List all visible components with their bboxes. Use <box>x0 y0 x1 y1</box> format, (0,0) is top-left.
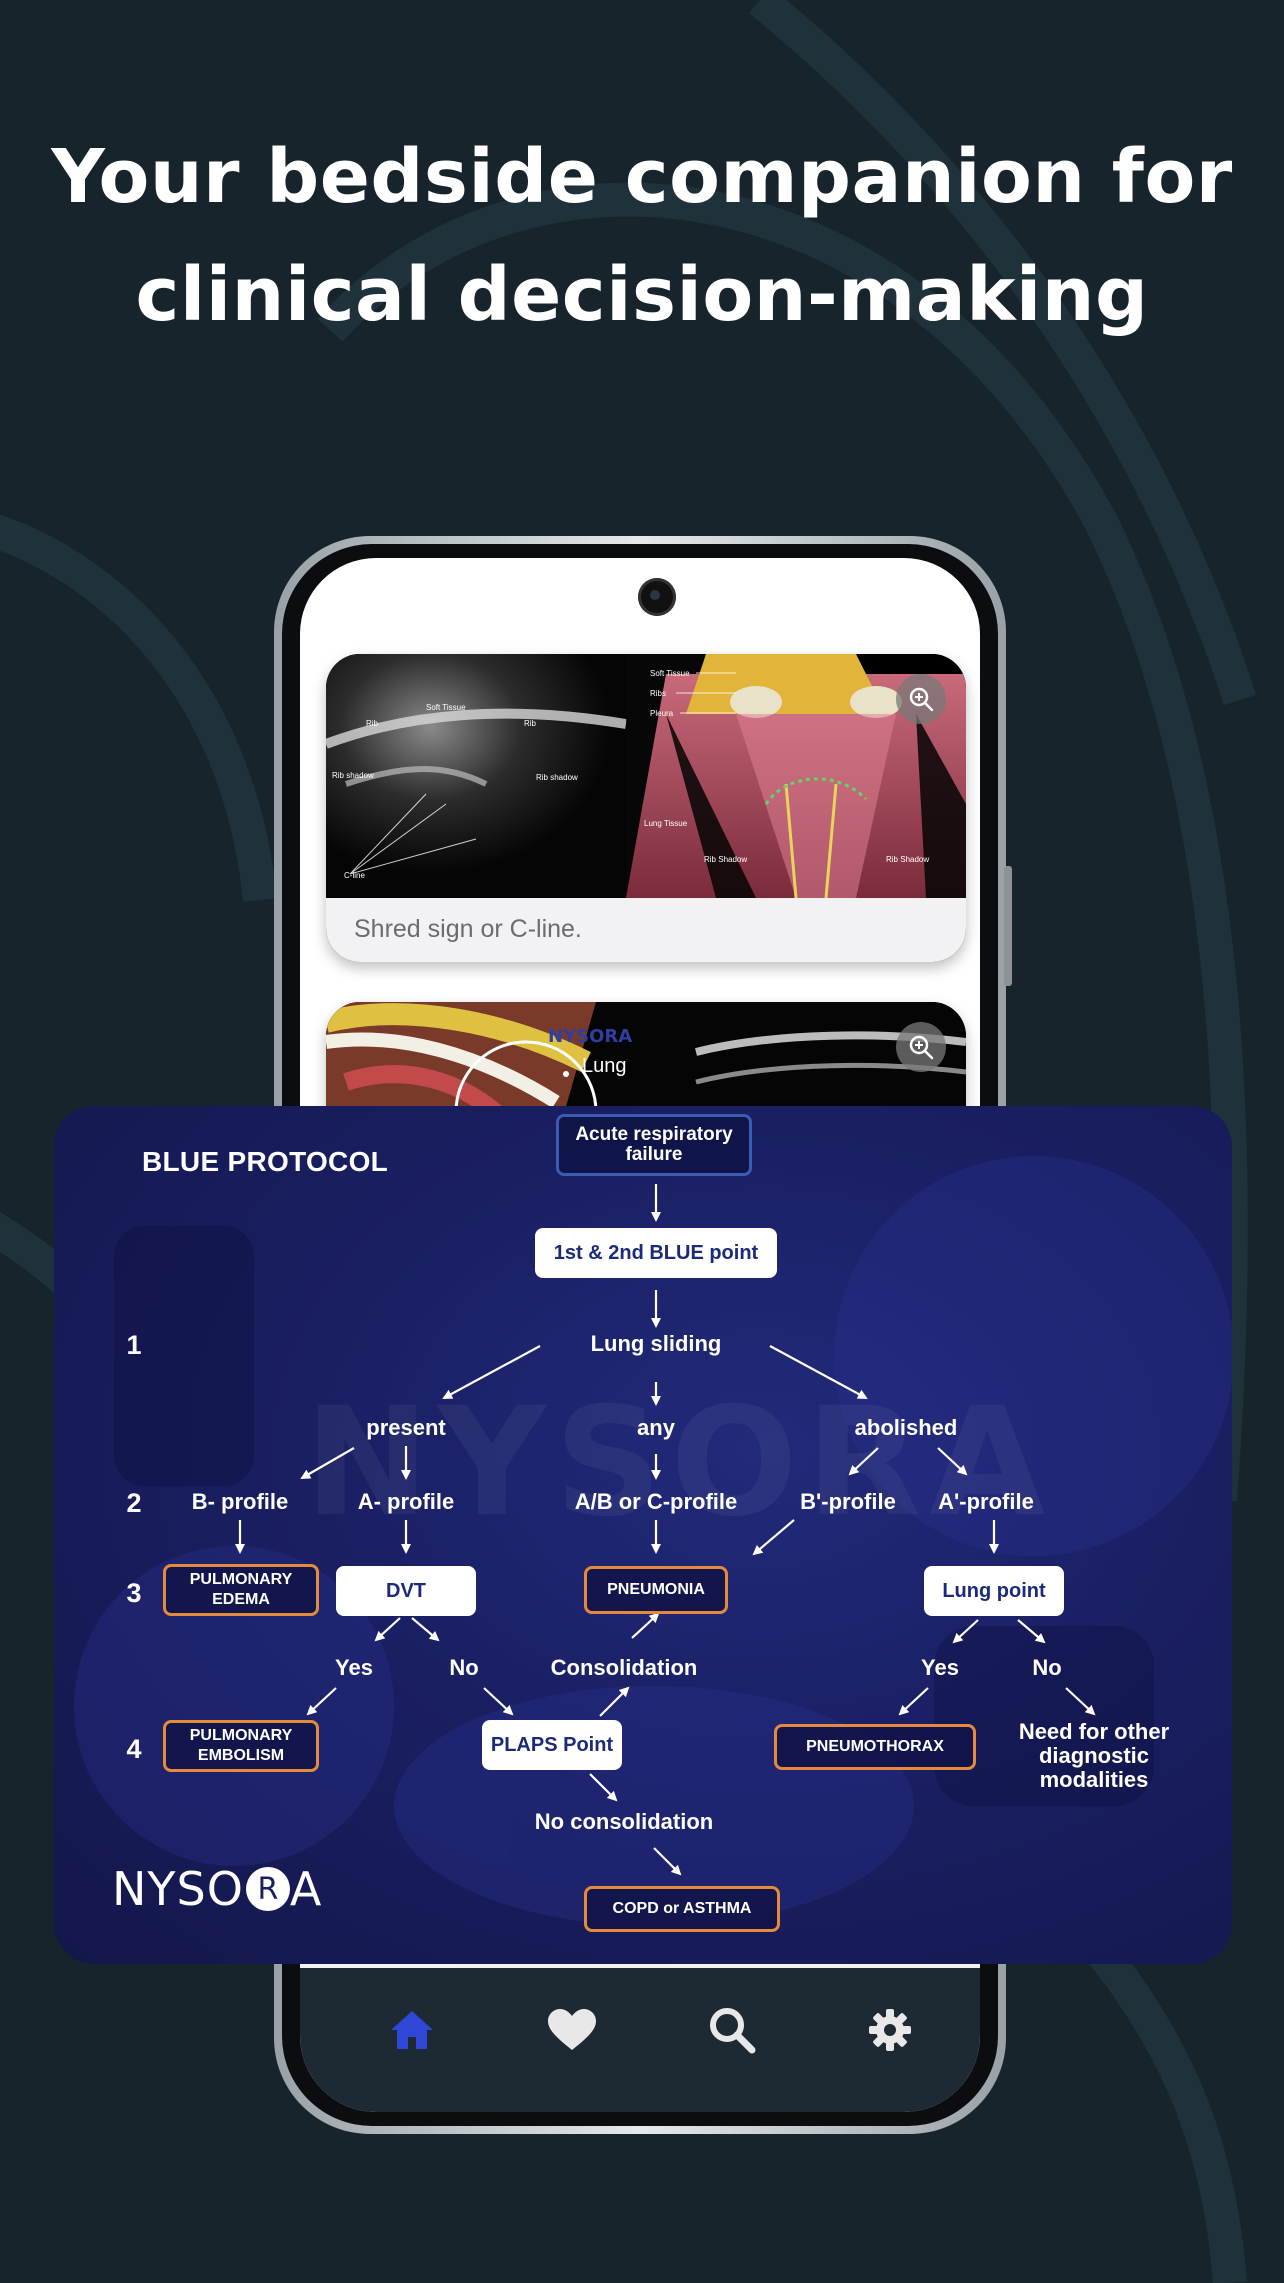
headline-line-1: Your bedside companion for <box>51 134 1233 220</box>
zoom-in-icon <box>909 1035 934 1060</box>
label-pleura: Pleura <box>650 709 674 718</box>
tab-favorites[interactable] <box>542 2000 602 2060</box>
step-number: 2 <box>126 1488 142 1518</box>
label-rib-right: Rib <box>524 719 537 728</box>
pulmonary-embolism-box: PULMONARY EMBOLISM <box>163 1720 319 1772</box>
present-label: present <box>366 1415 446 1440</box>
a-prime-profile-label: A'-profile <box>938 1489 1034 1514</box>
blue-protocol-diagram: NYSORA BLUE PROTOCOL 1 2 3 4 <box>54 1106 1232 1964</box>
no-label: No <box>1032 1655 1062 1680</box>
label-lung: Lung <box>582 1055 627 1077</box>
step-number: 1 <box>126 1330 142 1360</box>
bottom-tab-bar <box>300 1964 980 2112</box>
lung-point-box: Lung point <box>924 1566 1064 1616</box>
b-profile-label: B- profile <box>191 1489 289 1514</box>
pulmonary-edema-box: PULMONARY EDEMA <box>163 1564 319 1616</box>
pneumothorax-box: PNEUMOTHORAX <box>774 1724 976 1770</box>
volume-button <box>1004 866 1012 986</box>
b-prime-profile-label: B'-profile <box>800 1489 896 1514</box>
start-box: Acute respiratory failure <box>556 1114 752 1176</box>
label-rib-shadow-right: Rib shadow <box>536 773 578 782</box>
flow-arrows <box>235 1184 1096 1876</box>
copd-asthma-box: COPD or ASTHMA <box>584 1886 780 1932</box>
zoom-in-icon <box>909 687 934 712</box>
headline-line-2: clinical decision-making <box>135 252 1149 338</box>
label-rib-shadow-left: Rib shadow <box>332 771 374 780</box>
step-number: 3 <box>126 1578 142 1608</box>
dvt-box: DVT <box>336 1566 476 1616</box>
card-brand-text: NYSORA <box>548 1026 632 1047</box>
ab-c-profile-label: A/B or C-profile <box>574 1489 738 1514</box>
zoom-button[interactable] <box>896 1022 946 1072</box>
yes-label: Yes <box>921 1655 959 1680</box>
tab-settings[interactable] <box>860 2000 920 2060</box>
image-card-shred-sign[interactable]: Soft Tissue Rib Rib Rib shadow Rib shado… <box>326 654 966 962</box>
front-camera <box>638 578 676 616</box>
label-lung-tissue: Lung Tissue <box>644 819 688 828</box>
other-modalities-label: Need for other diagnostic modalities <box>1018 1719 1170 1792</box>
a-profile-label: A- profile <box>357 1489 455 1514</box>
yes-label: Yes <box>335 1655 373 1680</box>
gear-icon <box>869 2009 911 2051</box>
any-label: any <box>637 1415 675 1440</box>
label-soft-tissue-left: Soft Tissue <box>426 703 466 712</box>
abolished-label: abolished <box>854 1415 958 1440</box>
step-number: 4 <box>126 1734 142 1764</box>
heart-icon <box>548 2009 596 2050</box>
zoom-button[interactable] <box>896 674 946 724</box>
plaps-point-box: PLAPS Point <box>482 1720 622 1770</box>
nysora-logo: NYSO R A <box>112 1862 323 1916</box>
label-soft-tissue: Soft Tissue <box>650 669 690 678</box>
watermark: NYSORA <box>304 1376 1054 1550</box>
protocol-title: BLUE PROTOCOL <box>142 1146 389 1177</box>
tab-home[interactable] <box>382 2000 442 2060</box>
card-caption: Shred sign or C-line. <box>326 898 966 962</box>
label-rib-left: Rib <box>366 719 379 728</box>
label-rib-shadow-a: Rib Shadow <box>704 855 747 864</box>
label-rib-shadow-b: Rib Shadow <box>886 855 929 864</box>
headline: Your bedside companion for clinical deci… <box>0 118 1284 354</box>
consolidation-label: Consolidation <box>550 1655 698 1680</box>
no-consolidation-label: No consolidation <box>534 1809 714 1834</box>
label-ribs: Ribs <box>650 689 666 698</box>
ultrasound-image: Soft Tissue Rib Rib Rib shadow Rib shado… <box>326 654 966 898</box>
search-icon <box>710 2008 756 2054</box>
blue-point-box: 1st & 2nd BLUE point <box>535 1228 777 1278</box>
pneumonia-box: PNEUMONIA <box>584 1566 728 1614</box>
label-c-line: C-line <box>344 871 365 880</box>
tab-search[interactable] <box>702 2000 762 2060</box>
home-icon <box>391 2011 433 2049</box>
lung-sliding-label: Lung sliding <box>590 1331 722 1356</box>
no-label: No <box>449 1655 479 1680</box>
